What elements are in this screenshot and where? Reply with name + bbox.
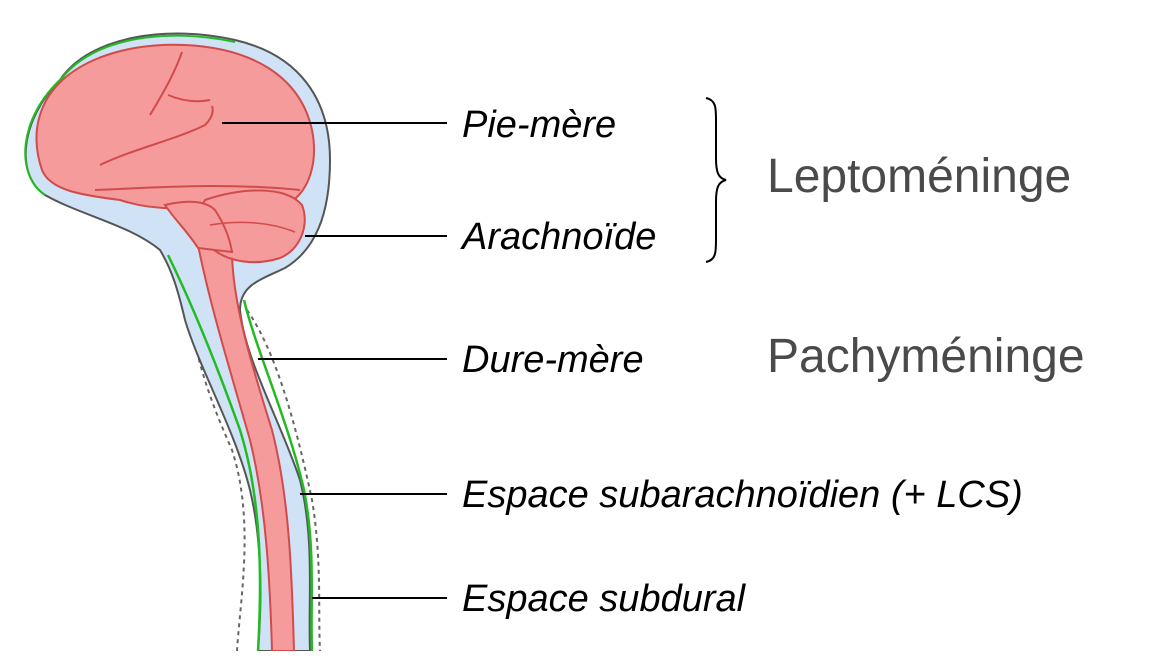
- leptomeninges-brace: [705, 97, 727, 263]
- central-sulcus: [149, 51, 183, 116]
- parietal-sulcus: [167, 94, 211, 103]
- group-label-pachymeninges: Pachyméninge: [767, 330, 1085, 383]
- lateral-fissure: [99, 105, 214, 166]
- spinal-outer-dotted-boundary: [184, 287, 246, 652]
- cerebellum-fold: [209, 221, 296, 233]
- label-arachnoid: Arachnoïde: [462, 216, 657, 258]
- label-subdural-space: Espace subdural: [462, 578, 746, 620]
- spinal-outer-dotted-boundary-right: [246, 309, 321, 652]
- brain-outer-green-line: [24, 34, 236, 196]
- label-dura-mater: Dure-mère: [462, 339, 644, 381]
- label-subarachnoid-space: Espace subarachnoïdien (+ LCS): [462, 474, 1023, 516]
- dura-mater-line-right: [242, 299, 314, 652]
- brainstem: [163, 200, 234, 254]
- temporal-sulcus: [94, 184, 301, 191]
- label-pia-mater: Pie-mère: [462, 104, 617, 146]
- dura-mater-line-left: [166, 254, 262, 652]
- group-label-leptomeninges: Leptoméninge: [767, 150, 1072, 203]
